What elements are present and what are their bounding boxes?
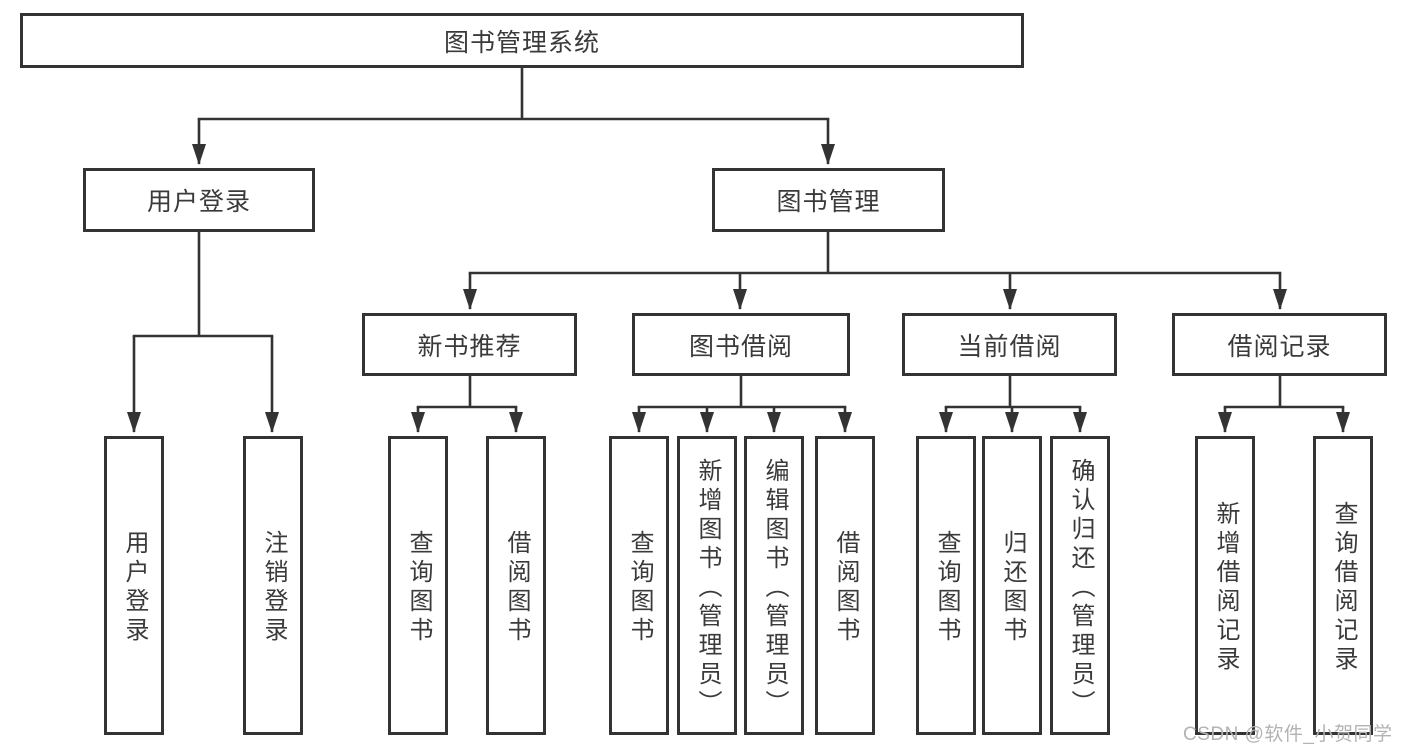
node-borrow-records: 借阅记录: [1172, 313, 1387, 376]
leaf-borrow-add-admin: 新增图书（管理员）: [677, 436, 737, 735]
leaf-user-login: 用户登录: [104, 436, 164, 735]
leaf-borrow-edit-admin-label: 编辑图书（管理员）: [761, 457, 788, 719]
leaf-current-query: 查询图书: [916, 436, 976, 735]
node-book-management: 图书管理: [712, 168, 945, 232]
leaf-logout: 注销登录: [243, 436, 303, 735]
leaf-borrow-book-label: 借阅图书: [832, 530, 859, 646]
leaf-user-login-label: 用户登录: [121, 530, 148, 646]
node-book-borrow: 图书借阅: [632, 313, 850, 376]
leaf-newbook-borrow-label: 借阅图书: [503, 530, 530, 646]
leaf-borrow-add-admin-label: 新增图书（管理员）: [694, 457, 721, 719]
leaf-current-confirm-admin: 确认归还（管理员）: [1050, 436, 1110, 735]
leaf-current-return-label: 归还图书: [999, 530, 1026, 646]
leaf-current-query-label: 查询图书: [933, 530, 960, 646]
leaf-newbook-query-label: 查询图书: [405, 530, 432, 646]
leaf-record-add-label: 新增借阅记录: [1212, 501, 1239, 675]
leaf-record-query: 查询借阅记录: [1313, 436, 1373, 735]
leaf-current-return: 归还图书: [982, 436, 1042, 735]
leaf-logout-label: 注销登录: [260, 530, 287, 646]
leaf-borrow-edit-admin: 编辑图书（管理员）: [744, 436, 804, 735]
leaf-record-add: 新增借阅记录: [1195, 436, 1255, 735]
leaf-borrow-book: 借阅图书: [815, 436, 875, 735]
leaf-borrow-query-label: 查询图书: [626, 530, 653, 646]
leaf-record-query-label: 查询借阅记录: [1330, 501, 1357, 675]
node-current-borrow: 当前借阅: [902, 313, 1117, 376]
node-root: 图书管理系统: [20, 13, 1024, 68]
csdn-watermark: CSDN @软件_小贺同学: [1183, 724, 1393, 745]
leaf-newbook-borrow: 借阅图书: [486, 436, 546, 735]
node-user-login: 用户登录: [83, 168, 315, 232]
connector-arrow-lines: [127, 119, 1350, 433]
leaf-newbook-query: 查询图书: [388, 436, 448, 735]
node-new-book-recommend: 新书推荐: [362, 313, 577, 376]
leaf-current-confirm-admin-label: 确认归还（管理员）: [1067, 457, 1094, 719]
leaf-borrow-query: 查询图书: [609, 436, 669, 735]
